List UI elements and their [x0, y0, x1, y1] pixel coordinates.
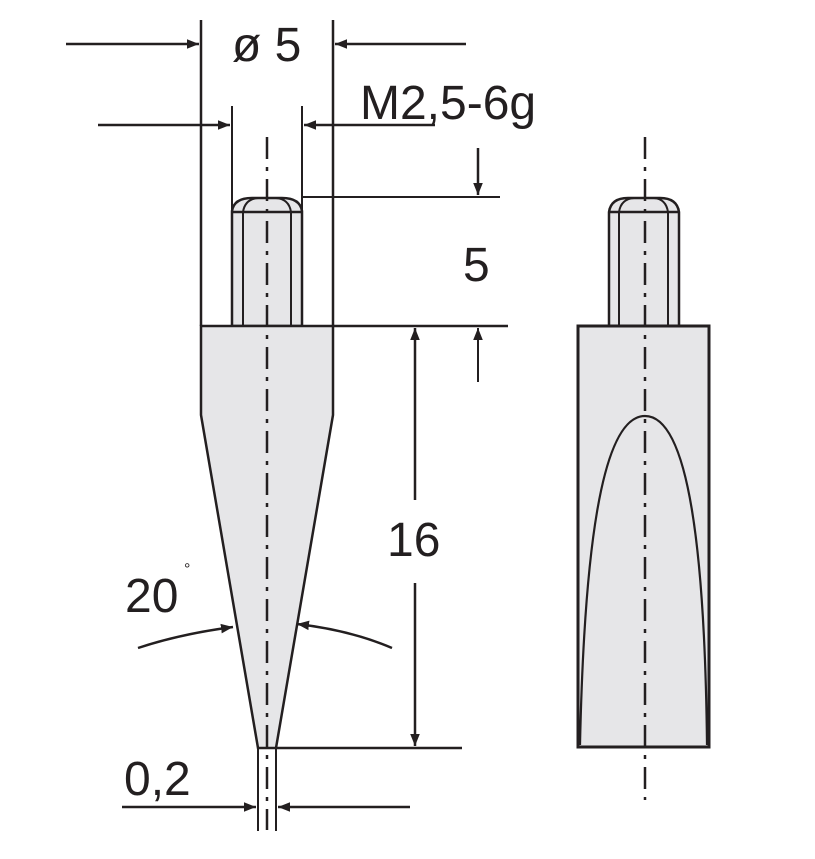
body-length-label: 16 [387, 514, 441, 567]
degree-symbol: ° [184, 561, 191, 578]
thread-spec-label: M2,5-6g [360, 77, 537, 130]
tip-width-label: 0,2 [124, 753, 191, 806]
body-diameter-label: ø 5 [232, 19, 302, 72]
thread-length-label: 5 [463, 239, 490, 292]
side-body [576, 324, 711, 749]
cone-angle-label: 20 [125, 570, 179, 623]
parabolic-flat-edge [578, 414, 709, 746]
side-view [576, 137, 711, 800]
front-view [66, 20, 508, 831]
side-thread-shank [607, 196, 681, 328]
